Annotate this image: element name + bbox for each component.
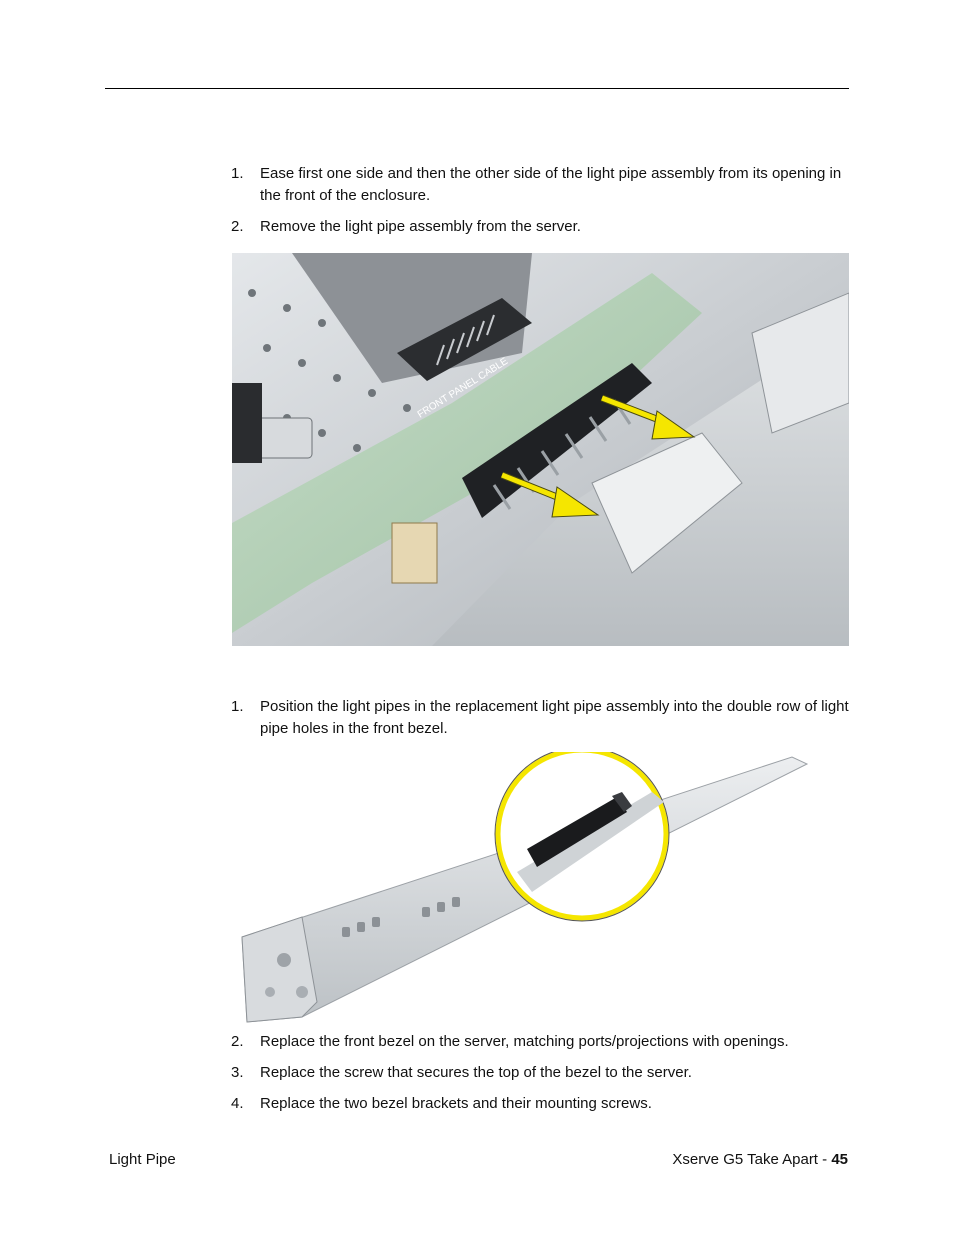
footer-section-name: Light Pipe [109, 1151, 176, 1168]
connector-pins [436, 314, 495, 366]
step-text: Replace the screw that secures the top o… [260, 1064, 692, 1081]
led-component [391, 522, 438, 584]
callout-outline [494, 752, 670, 922]
page-number: 45 [831, 1151, 848, 1168]
step-text: Replace the front bezel on the server, m… [260, 1033, 789, 1050]
step-number: 1. [231, 698, 244, 715]
footer-doc-title: Xserve G5 Take Apart - 45 [672, 1150, 848, 1170]
removal-illustration: FRONT PANEL CABLE [232, 253, 849, 646]
callout-strip [517, 792, 664, 892]
light-pipe-closeup [527, 797, 627, 867]
position-illustration [241, 752, 809, 1023]
cable-connector [397, 298, 532, 381]
light-pipe-holes [342, 897, 460, 937]
light-pipe-removal-photo: FRONT PANEL CABLE [232, 253, 849, 646]
step-text: Replace the two bezel brackets and their… [260, 1095, 652, 1112]
step-number: 2. [231, 218, 244, 235]
step-text: Ease first one side and then the other s… [260, 165, 842, 204]
footer-title-text: Xserve G5 Take Apart - [672, 1151, 832, 1168]
step-number: 4. [231, 1095, 244, 1112]
bezel-handle [751, 292, 849, 434]
light-pipe-tip [612, 792, 632, 812]
circuit-board [232, 273, 702, 633]
pull-arrow-top [600, 394, 696, 440]
header-rule [105, 88, 849, 89]
step-number: 2. [231, 1033, 244, 1050]
screw-hole [277, 953, 291, 967]
step-text: Position the light pipes in the replacem… [260, 698, 849, 737]
bezel-opening [591, 432, 743, 574]
screw-hole [265, 987, 275, 997]
light-pipe-position-photo [232, 752, 849, 1025]
step-number: 3. [231, 1064, 244, 1081]
screw-hole [296, 986, 308, 998]
step-text: Remove the light pipe assembly from the … [260, 218, 581, 235]
perforated-plate [248, 289, 411, 452]
black-cable [232, 383, 262, 463]
step-number: 1. [231, 165, 244, 182]
pull-arrow-bottom [500, 471, 600, 518]
